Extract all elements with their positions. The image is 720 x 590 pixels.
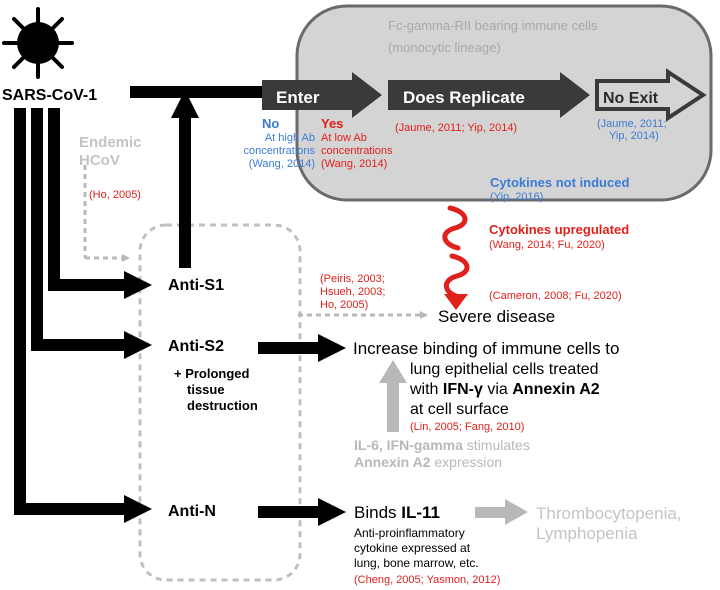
s2-outcome-reference: (Lin, 2005; Fang, 2010) xyxy=(410,421,524,433)
virus-icon xyxy=(2,7,74,79)
cytokines-not-induced-reference: (Yip, 2016) xyxy=(490,191,543,203)
cytokine-arrowhead xyxy=(444,294,468,310)
replicate-label: Does Replicate xyxy=(403,88,525,107)
yes-branch-line1: At low Ab xyxy=(321,132,367,144)
no-exit-reference-1: (Jaume, 2011; xyxy=(597,118,667,130)
black-connectors xyxy=(14,86,346,526)
no-exit-label: No Exit xyxy=(603,90,659,107)
thrombo-line1: Thrombocytopenia, xyxy=(536,504,682,523)
n-outcome-reference: (Cheng, 2005; Yasmon, 2012) xyxy=(354,574,500,586)
anti-s1-label: Anti-S1 xyxy=(168,277,224,294)
cytokine-release-squiggle xyxy=(442,205,470,299)
immune-box-title: Fc-gamma-RII bearing immune cells xyxy=(388,18,598,33)
s1-reference-line3: Ho, 2005) xyxy=(320,299,368,311)
gray-connectors xyxy=(83,165,528,525)
prolonged-line1: + Prolonged xyxy=(174,366,250,381)
il6-line1: IL-6, IFN-gamma stimulates xyxy=(354,437,530,453)
cameron-reference: (Cameron, 2008; Fu, 2020) xyxy=(489,290,622,302)
endemic-reference: (Ho, 2005) xyxy=(89,189,141,201)
n-outcome-line4: lung, bone marrow, etc. xyxy=(354,556,479,570)
n-outcome-line2: Anti-proinflammatory xyxy=(354,526,465,540)
cytokines-upregulated-reference: (Wang, 2014; Fu, 2020) xyxy=(489,239,605,251)
replicate-arrow xyxy=(388,72,590,118)
s1-reference-line1: (Peiris, 2003; xyxy=(320,273,385,285)
enter-label: Enter xyxy=(276,88,320,107)
no-exit-reference-2: Yip, 2014) xyxy=(609,130,659,142)
no-branch-line2: concentrations xyxy=(243,145,315,157)
no-branch-line1: At high Ab xyxy=(265,132,315,144)
yes-branch-line2: concentrations xyxy=(321,145,393,157)
n-outcome-line3: cytokine expressed at xyxy=(354,541,471,555)
cytokines-upregulated-title: Cytokines upregulated xyxy=(489,222,629,237)
s2-outcome-line2: lung epithelial cells treated xyxy=(410,361,599,378)
s1-reference-line2: Hsueh, 2003; xyxy=(320,286,385,298)
yes-branch-reference: (Wang, 2014) xyxy=(321,158,387,170)
n-outcome-line1: Binds IL-11 xyxy=(354,503,440,522)
prolonged-line3: destruction xyxy=(187,398,258,413)
severe-disease-label: Severe disease xyxy=(438,307,555,326)
s2-outcome-line1: Increase binding of immune cells to xyxy=(353,339,619,358)
anti-s2-label: Anti-S2 xyxy=(168,338,224,355)
immune-box-subtitle: (monocytic lineage) xyxy=(388,40,501,55)
prolonged-line2: tissue xyxy=(187,382,225,397)
enter-arrow xyxy=(262,72,382,118)
no-branch-reference: (Wang, 2014) xyxy=(249,158,315,170)
thrombo-line2: Lymphopenia xyxy=(536,524,638,543)
s2-outcome-line3: with IFN-γ via Annexin A2 xyxy=(409,381,600,398)
s2-outcome-line4: at cell surface xyxy=(410,401,509,418)
virus-label: SARS-CoV-1 xyxy=(2,87,97,104)
endemic-label-line1: Endemic xyxy=(79,134,142,151)
replicate-reference: (Jaume, 2011; Yip, 2014) xyxy=(395,122,517,134)
no-exit-arrow xyxy=(595,68,707,122)
anti-n-label: Anti-N xyxy=(168,503,216,520)
antibody-group-dashed-box xyxy=(138,223,302,582)
yes-branch-title: Yes xyxy=(321,116,343,131)
il6-line2: Annexin A2 expression xyxy=(354,454,502,470)
no-branch-title: No xyxy=(262,116,279,131)
endemic-label-line2: HCoV xyxy=(79,152,120,169)
cytokines-not-induced-title: Cytokines not induced xyxy=(490,175,629,190)
